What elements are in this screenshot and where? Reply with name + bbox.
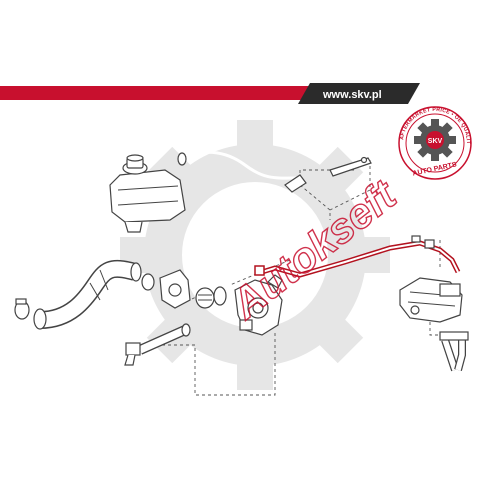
lower-radiator-hose: [33, 259, 142, 330]
thermostat: [195, 287, 215, 309]
right-component: [399, 277, 463, 323]
highlighted-coolant-hose: [254, 240, 461, 278]
hose-clamp-mid: [141, 273, 155, 291]
hose-clamp-left: [14, 298, 30, 320]
hose-clip-right: [411, 235, 435, 249]
thermostat-gasket: [213, 286, 227, 306]
bleed-hose-top: [177, 150, 301, 180]
small-hose-bottom-right: [439, 331, 469, 372]
watermark-gear-icon: [120, 120, 390, 390]
hose-clip-top: [284, 174, 307, 193]
badge-ring-text: AFTERMARKET PRICE • OE QUALITY •: [0, 0, 471, 145]
thermostat-housing: [234, 274, 283, 336]
banner-url: www.skv.pl: [322, 89, 382, 101]
bypass-pipe: [124, 323, 191, 366]
top-banner: www.skv.pl: [0, 83, 420, 104]
bracket-part: [329, 156, 372, 177]
outlet-flange: [159, 269, 191, 309]
badge-center-text: SKV: [428, 138, 443, 145]
svg-text:AFTERMARKET PRICE • OE QUALITY: AFTERMARKET PRICE • OE QUALITY •: [0, 0, 471, 145]
coolant-expansion-tank: [109, 154, 186, 233]
